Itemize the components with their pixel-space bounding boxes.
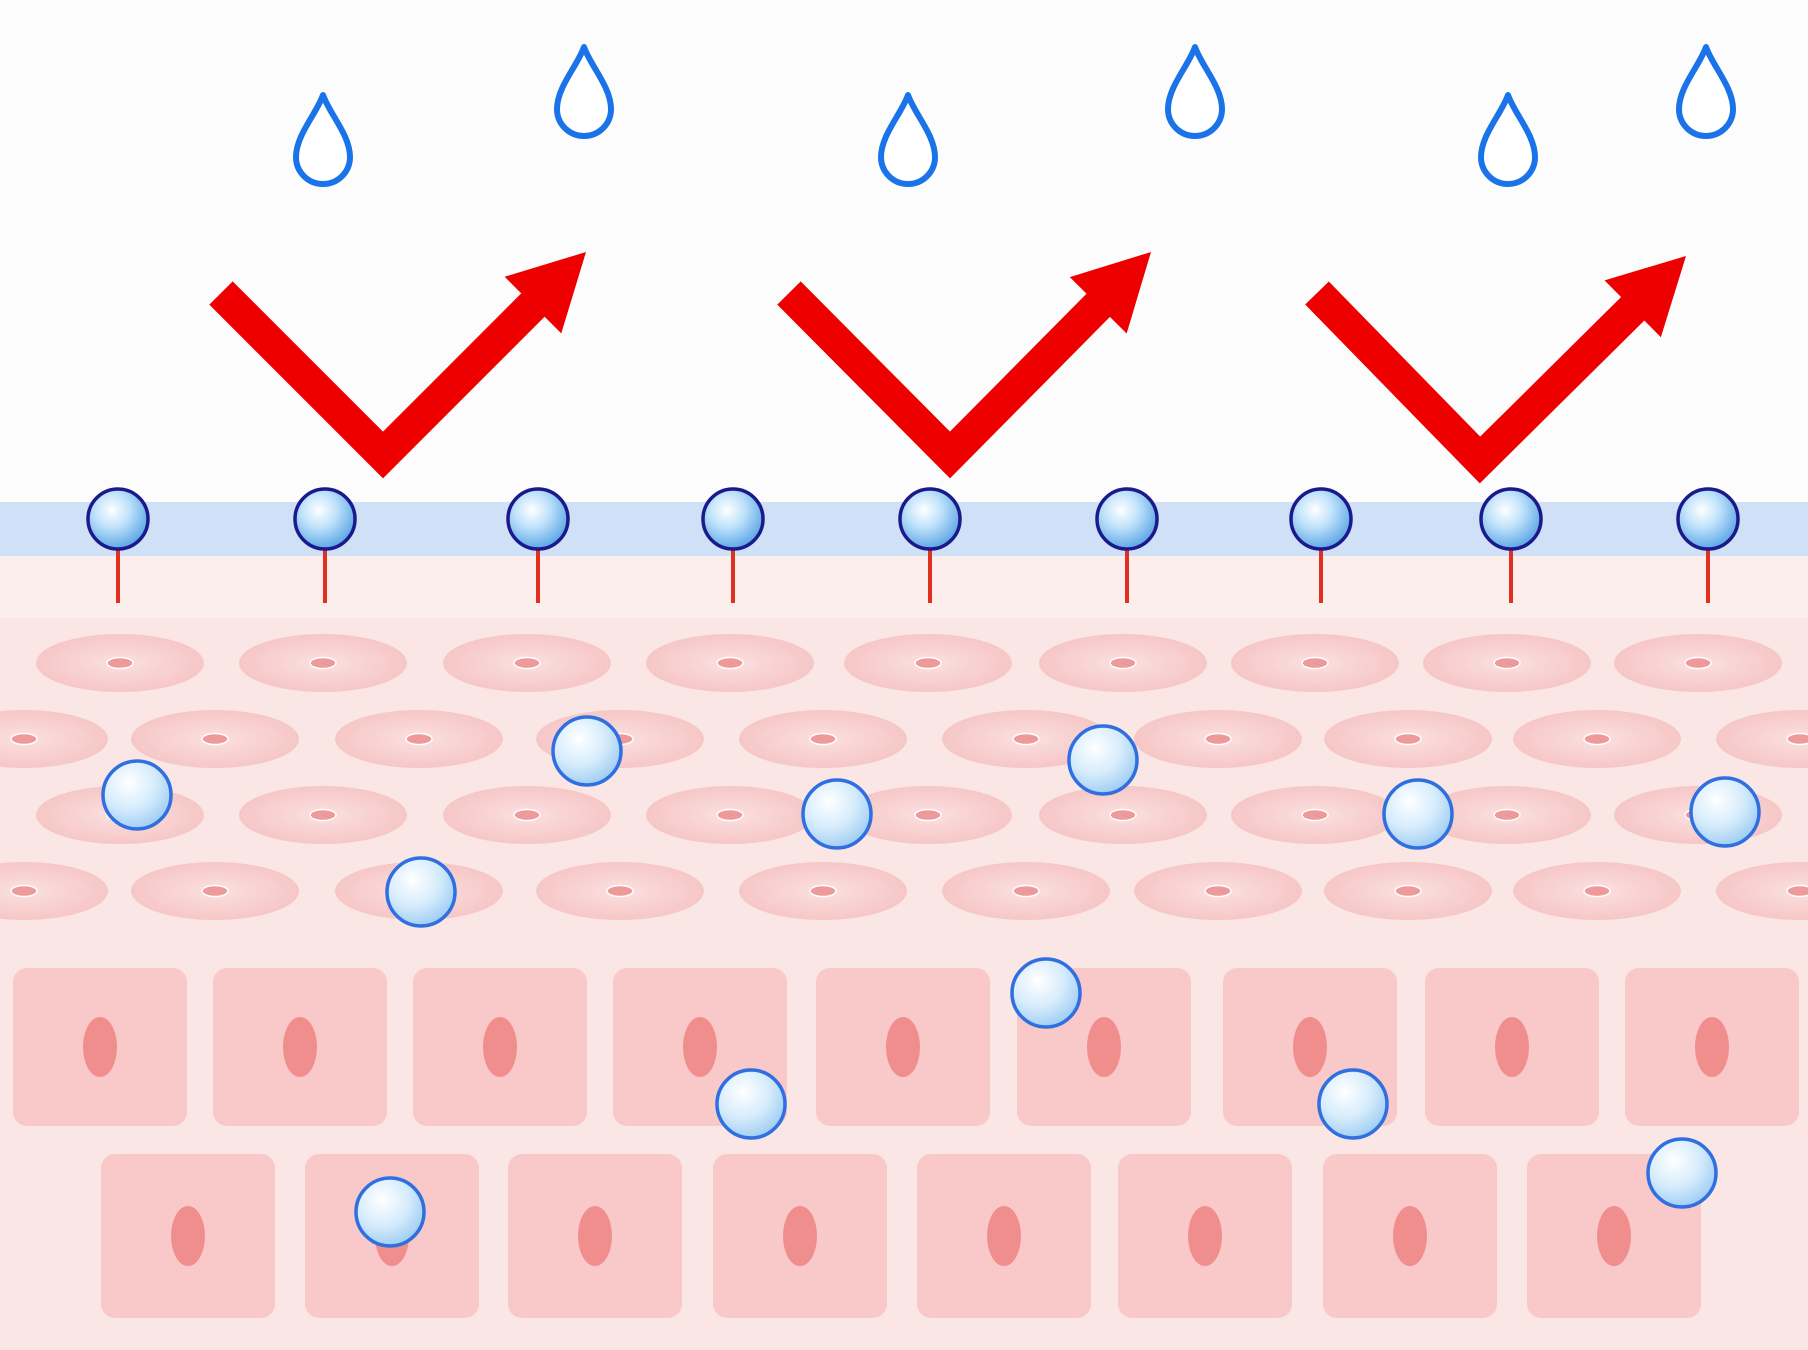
flat-cell-nucleus [1786,884,1808,898]
flat-cell-nucleus [1684,656,1712,670]
cube-cell-nucleus [1087,1017,1121,1077]
cube-cell-nucleus [987,1206,1021,1266]
flat-cell-nucleus [809,884,837,898]
flat-cell-nucleus [405,732,433,746]
cube-cell-nucleus [578,1206,612,1266]
lipid-molecule-icon [86,487,150,551]
cube-cell-nucleus [83,1017,117,1077]
deflecting-arrows [209,252,1686,484]
moisture-bubble-icon [1382,778,1454,850]
bounce-arrow-icon [1604,256,1686,338]
flat-cell-nucleus [1394,732,1422,746]
flat-cell-nucleus [309,808,337,822]
flat-cell-nucleus [10,732,38,746]
flat-cell-nucleus [1786,732,1808,746]
cube-cell-rows [13,968,1799,1318]
cube-cell-nucleus [283,1017,317,1077]
flat-cell-nucleus [1301,656,1329,670]
moisture-bubble-icon [354,1176,426,1248]
flat-cell-nucleus [1012,884,1040,898]
flat-cell-nucleus [1493,808,1521,822]
moisture-bubble-icon [1689,776,1761,848]
cube-cell-nucleus [1293,1017,1327,1077]
lipid-molecule-icon [293,487,357,551]
flat-cell-nucleus [201,732,229,746]
flat-cell-nucleus [914,808,942,822]
water-drop-icon [293,92,353,187]
flat-cell-nucleus [10,884,38,898]
barrier-molecules [86,487,1740,603]
flat-cell-nucleus [1109,656,1137,670]
flat-cell-nucleus [1583,732,1611,746]
flat-cell-nucleus [716,808,744,822]
water-drop-icon [1676,44,1736,139]
cube-cell-nucleus [1188,1206,1222,1266]
moisture-bubble-icon [385,856,457,928]
arrow-shaft [1305,281,1652,484]
flat-cell-nucleus [1012,732,1040,746]
flat-cell-nucleus [1493,656,1521,670]
bounce-arrow-icon [1069,252,1151,334]
arrow-shaft [209,281,552,479]
water-drop-icon [1478,92,1538,187]
moisture-bubble-icon [551,715,623,787]
cube-cell-nucleus [683,1017,717,1077]
lipid-molecule-icon [1676,487,1740,551]
flat-cell [1716,710,1808,768]
cube-cell-nucleus [886,1017,920,1077]
flat-cell [0,862,108,920]
bounce-arrow-icon [504,252,586,334]
flat-cell-nucleus [606,884,634,898]
upper-skin-layer [0,548,1808,618]
flat-cell-nucleus [1204,884,1232,898]
flat-cell-nucleus [716,656,744,670]
lipid-molecule-icon [506,487,570,551]
moisture-bubble-icon [1317,1068,1389,1140]
cube-cell-nucleus [783,1206,817,1266]
flat-cell-nucleus [106,656,134,670]
cube-cell-nucleus [1393,1206,1427,1266]
flat-cell-nucleus [513,808,541,822]
flat-cell-nucleus [809,732,837,746]
flat-cell-nucleus [309,656,337,670]
moisture-bubble-icon [1646,1137,1718,1209]
lipid-molecule-icon [898,487,962,551]
flat-cell-nucleus [513,656,541,670]
flat-cell-nucleus [914,656,942,670]
cube-cell-nucleus [171,1206,205,1266]
moisture-bubble-icon [1010,957,1082,1029]
retained-moisture-bubbles [101,715,1761,1248]
water-drop-icon [878,92,938,187]
cube-cell-nucleus [483,1017,517,1077]
lipid-molecule-icon [1289,487,1353,551]
flat-cell [0,710,108,768]
water-drop-icon [1165,44,1225,139]
moisture-bubble-icon [101,759,173,831]
water-drop-icon [554,44,614,139]
incoming-droplets [293,44,1736,187]
flat-cell-nucleus [1394,884,1422,898]
flat-cell-nucleus [201,884,229,898]
arrow-shaft [777,281,1117,479]
moisture-bubble-icon [715,1068,787,1140]
lipid-molecule-icon [701,487,765,551]
lipid-molecule-icon [1479,487,1543,551]
lipid-molecule-icon [1095,487,1159,551]
moisture-bubble-icon [801,778,873,850]
cube-cell-nucleus [1495,1017,1529,1077]
flat-cell-nucleus [1204,732,1232,746]
cube-cell-nucleus [1597,1206,1631,1266]
flat-cell-nucleus [1109,808,1137,822]
moisture-bubble-icon [1067,724,1139,796]
flat-cell [1716,862,1808,920]
flat-cell-nucleus [1583,884,1611,898]
flat-cell-nucleus [1301,808,1329,822]
cube-cell-nucleus [1695,1017,1729,1077]
